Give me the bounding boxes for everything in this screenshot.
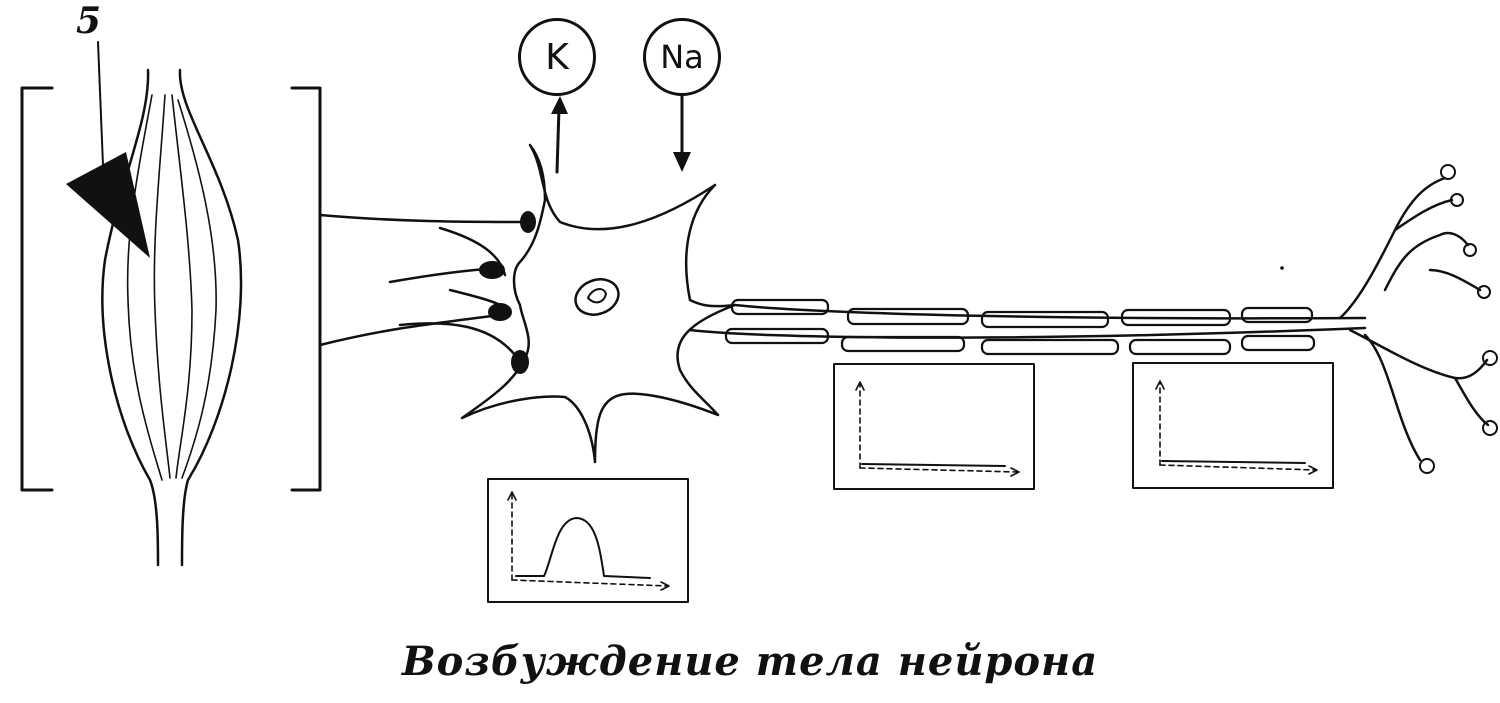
ion-k-label: K	[545, 36, 569, 78]
bracket-right	[290, 86, 322, 492]
label-number-5: 5	[76, 0, 102, 42]
graph-axon-2	[1132, 362, 1334, 489]
sodium-ion-circle: Na	[643, 18, 721, 96]
terminal-boutons	[1419, 164, 1498, 474]
ion-na-label: Na	[660, 38, 704, 76]
stimulus-arrow	[66, 41, 150, 258]
muscle	[101, 68, 243, 567]
speck	[1280, 266, 1284, 270]
action-potential-spike	[515, 517, 651, 579]
soma	[460, 143, 737, 464]
synaptic-knobs	[479, 211, 536, 374]
flat-trace	[861, 463, 1006, 467]
caption: Возбуждение тела нейрона	[401, 638, 1099, 685]
graph-soma	[487, 478, 689, 603]
potassium-ion-circle: K	[518, 18, 596, 96]
na-arrow	[673, 92, 691, 172]
graph-axon-1	[833, 363, 1035, 490]
k-arrow	[551, 96, 568, 174]
myelin-sheath	[724, 298, 1316, 356]
bracket-left	[20, 86, 54, 492]
innervating-fibers	[318, 213, 530, 357]
flat-trace	[1161, 460, 1306, 464]
nucleus	[574, 278, 620, 316]
